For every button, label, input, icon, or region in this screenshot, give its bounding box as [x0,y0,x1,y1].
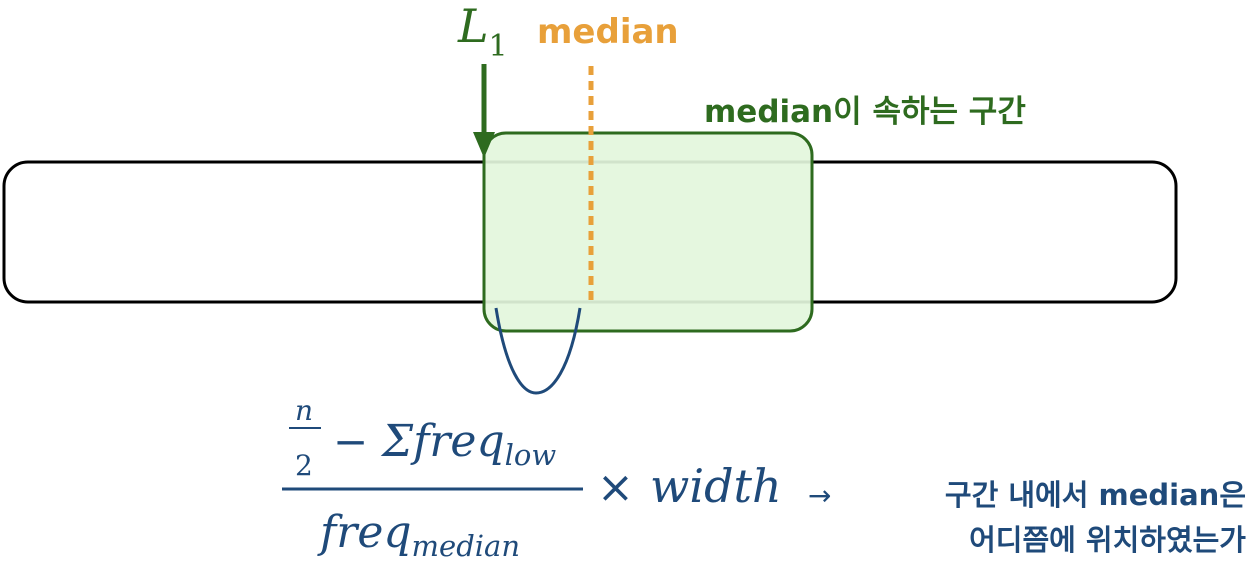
formula-sigma-freq-low: Σfreqlow [380,416,556,472]
formula-minus: − [333,417,368,466]
offset-brace-curve [494,307,582,395]
explanation-line-2: 어디쯤에 위치하였는가 [969,523,1246,557]
formula-width: width [650,459,782,513]
formula-two: 2 [295,449,313,482]
median-interval-label: median이 속하는 구간 [704,94,1026,130]
l1-label: L1 [457,0,508,64]
l1-arrow-head [473,132,495,158]
formula-times: × [597,462,634,513]
median-interval-box [482,131,814,333]
explanation-line-1: 구간 내에서 median은 [945,478,1246,512]
formula-freq-median: freqmedian [317,507,520,563]
explanation-arrow: → [808,479,831,512]
formula-n: n [295,394,313,427]
median-label: median [537,12,679,52]
